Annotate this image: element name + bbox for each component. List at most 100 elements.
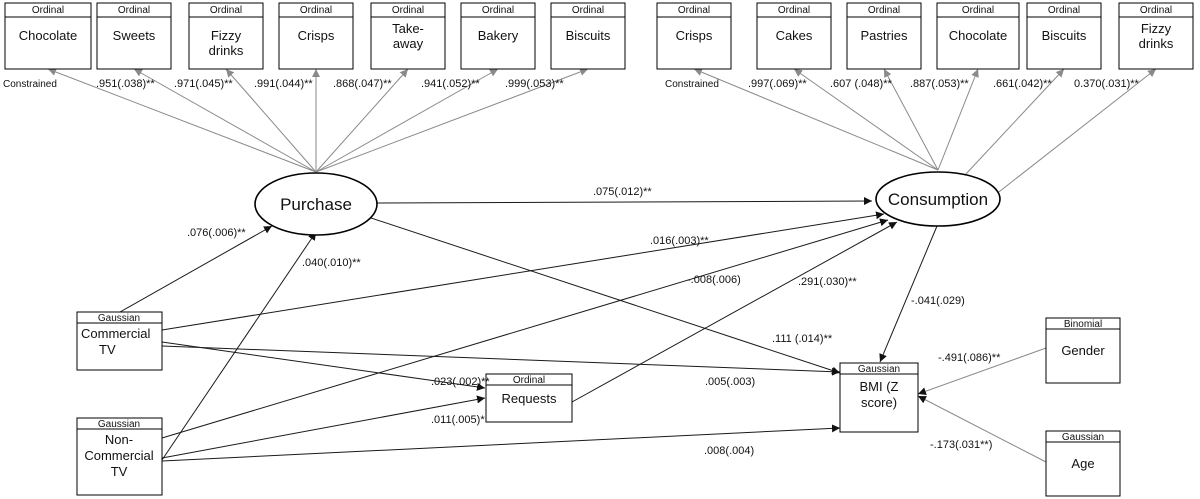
edge-consumption-chocolate <box>937 68 979 171</box>
coef-noncommercial-purchase: .040(.010)** <box>302 257 361 269</box>
node-c-cakes: Ordinal Cakes <box>756 2 832 70</box>
coefficient-labels: Constrained .951(.038)** .971(.045)** .9… <box>3 78 1140 457</box>
node-p-fizzy: Ordinal Fizzy drinks <box>188 2 264 70</box>
node-noncommercial-tv: Gaussian Non- Commercial TV <box>76 417 163 496</box>
node-label: Chocolate <box>19 28 78 43</box>
coef-p-biscuits: .999(.053)** <box>505 78 564 90</box>
node-p-takeaway: Ordinal Take- away <box>370 2 446 70</box>
coef-commercial-purchase: .076(.006)** <box>187 227 246 239</box>
edge-purchase-consumption <box>376 197 873 206</box>
node-bmi: Gaussian BMI (Z score) <box>839 362 919 433</box>
node-label: Age <box>1071 456 1094 471</box>
edge-purchase-biscuits <box>315 68 589 173</box>
coef-c-pastries: .607 (.048)** <box>830 78 892 90</box>
node-label: Crisps <box>298 28 335 43</box>
node-p-biscuits: Ordinal Biscuits <box>550 2 626 70</box>
node-type: Gaussian <box>98 313 140 324</box>
node-type: Gaussian <box>1062 432 1104 443</box>
edge-commercial-purchase <box>119 225 273 313</box>
edge-consumption-cakes <box>793 68 939 171</box>
node-p-chocolate: Ordinal Chocolate <box>4 2 92 70</box>
edge-consumption-fizzy <box>994 68 1157 196</box>
node-label: Fizzy <box>211 28 242 43</box>
edge-noncommercial-requests <box>161 395 486 459</box>
node-type: Ordinal <box>210 5 242 16</box>
coef-c-fizzy: 0.370(.031)** <box>1074 78 1140 90</box>
coef-age-bmi: -.173(.031**) <box>930 439 992 451</box>
edge-consumption-pastries <box>883 68 939 171</box>
coef-purchase-consumption: .075(.012)** <box>593 186 652 198</box>
node-label: Chocolate <box>949 28 1008 43</box>
node-type: Ordinal <box>678 5 710 16</box>
edge-requests-consumption <box>571 221 898 403</box>
node-type: Ordinal <box>1140 5 1172 16</box>
node-label: score) <box>861 395 897 410</box>
node-label: Non- <box>105 432 133 447</box>
coef-p-sweets: .951(.038)** <box>96 78 155 90</box>
edges <box>47 68 1157 463</box>
coef-c-cakes: .997(.069)** <box>748 78 807 90</box>
node-c-biscuits: Ordinal Biscuits <box>1026 2 1102 70</box>
edge-noncommercial-bmi <box>161 424 841 462</box>
edge-consumption-biscuits <box>964 68 1065 176</box>
node-label: Pastries <box>861 28 908 43</box>
node-label: BMI (Z <box>860 379 899 394</box>
coef-p-chocolate: Constrained <box>3 79 57 90</box>
coef-gender-bmi: -.491(.086)** <box>938 352 1001 364</box>
node-type: Ordinal <box>572 5 604 16</box>
node-label: Commercial <box>81 326 150 341</box>
edge-gender-bmi <box>917 347 1047 396</box>
edge-purchase-bakery <box>315 68 499 173</box>
node-type: Ordinal <box>482 5 514 16</box>
coef-p-fizzy: .971(.045)** <box>174 78 233 90</box>
edge-purchase-bmi <box>361 214 841 375</box>
coef-commercial-consumption: .016(.003)** <box>650 235 709 247</box>
node-label: Purchase <box>280 195 352 214</box>
coef-commercial-bmi: .005(.003) <box>705 376 755 388</box>
node-type: Gaussian <box>98 419 140 430</box>
node-label: drinks <box>1139 36 1174 51</box>
coef-requests-consumption: .291(.030)** <box>798 276 857 288</box>
edge-age-bmi <box>917 395 1047 463</box>
node-c-pastries: Ordinal Pastries <box>846 2 922 70</box>
edge-noncommercial-purchase <box>161 231 317 461</box>
node-type: Ordinal <box>513 375 545 386</box>
node-type: Ordinal <box>962 5 994 16</box>
node-requests: Ordinal Requests <box>485 373 573 423</box>
node-label: Biscuits <box>1042 28 1087 43</box>
edge-consumption-crisps <box>693 68 939 171</box>
node-label: Take- <box>392 21 424 36</box>
node-c-crisps: Ordinal Crisps <box>656 2 732 70</box>
node-label: Crisps <box>676 28 713 43</box>
node-label: Commercial <box>84 448 153 463</box>
node-type: Ordinal <box>392 5 424 16</box>
edge-purchase-fizzy <box>225 68 317 173</box>
node-p-bakery: Ordinal Bakery <box>460 2 536 70</box>
node-commercial-tv: Gaussian Commercial TV <box>76 311 163 371</box>
node-type: Binomial <box>1064 319 1102 330</box>
coef-commercial-requests: .023(.002)** <box>431 376 490 388</box>
edge-commercial-requests <box>161 341 486 391</box>
indicator-boxes: Ordinal Chocolate Ordinal Sweets Ordinal… <box>4 2 1194 70</box>
coef-noncommercial-consumption: -.008(.006) <box>687 274 741 286</box>
node-label: Gender <box>1061 343 1105 358</box>
node-label: drinks <box>209 43 244 58</box>
node-label: TV <box>111 464 128 479</box>
node-type: Ordinal <box>118 5 150 16</box>
edge-purchase-sweets <box>133 68 317 173</box>
edge-consumption-bmi <box>879 225 938 363</box>
node-type: Ordinal <box>32 5 64 16</box>
coef-c-biscuits: .661(.042)** <box>993 78 1052 90</box>
node-p-sweets: Ordinal Sweets <box>96 2 172 70</box>
node-label: Requests <box>502 391 557 406</box>
coef-c-crisps: Constrained <box>665 79 719 90</box>
node-type: Gaussian <box>858 364 900 375</box>
node-label: TV <box>99 342 116 357</box>
node-c-chocolate: Ordinal Chocolate <box>936 2 1020 70</box>
coef-c-chocolate: .887(.053)** <box>910 78 969 90</box>
node-gender: Binomial Gender <box>1045 317 1121 384</box>
node-type: Ordinal <box>868 5 900 16</box>
node-consumption: Consumption <box>875 171 1001 227</box>
edge-noncommercial-consumption <box>161 218 889 439</box>
edge-commercial-bmi <box>161 345 841 376</box>
